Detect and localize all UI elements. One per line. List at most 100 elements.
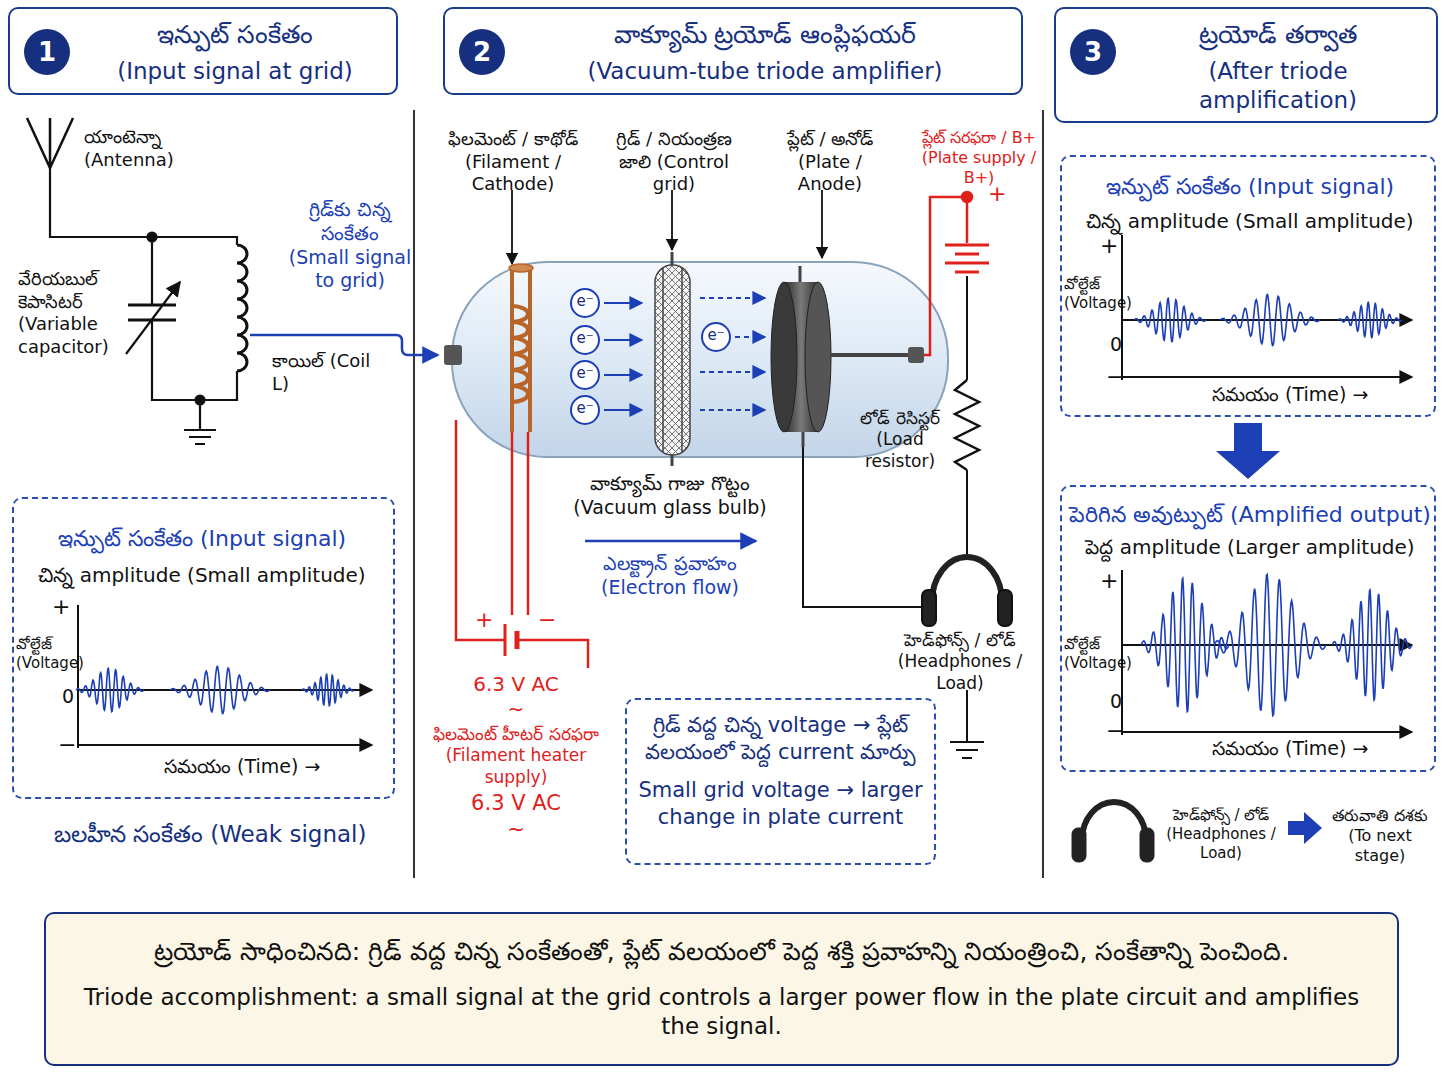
waveform — [76, 668, 144, 711]
plate-anode — [799, 266, 802, 282]
filament-supply-wire — [504, 624, 507, 656]
polarity-sign: + — [988, 180, 1006, 208]
leader-line — [821, 190, 823, 258]
lc-tank-circuit — [152, 320, 237, 400]
electron-label: e⁻ — [571, 364, 599, 383]
supply-label: ఫిలమెంట్ హీటర్ సరఫరా (Filament heater su… — [420, 724, 612, 788]
electron-flow — [700, 298, 765, 410]
supply-label: ప్లేట్ సరఫరా / B+ (Plate supply / B+) — [920, 128, 1038, 188]
antenna-symbol — [27, 118, 73, 168]
waveform — [1220, 295, 1320, 346]
plate-circuit — [998, 590, 1012, 626]
waveform — [1332, 590, 1412, 700]
flow-arrow — [1216, 423, 1280, 479]
electron-flow — [571, 396, 599, 424]
plate-supply-battery — [945, 244, 989, 247]
signal-panel: ఇన్పుట్ సంకేతం (Input signal) చిన్న ampli… — [1060, 155, 1436, 417]
node-text: ఇన్పుట్ సంకేతం (Input signal) — [1062, 173, 1438, 201]
node-text: + — [1100, 567, 1120, 595]
electron-label: e⁻ — [571, 292, 599, 311]
plate-circuit — [932, 557, 1002, 602]
node-text: వోల్టేజ్ (Voltage) — [1064, 635, 1122, 673]
lc-tank-circuit — [50, 166, 237, 245]
control-grid — [681, 268, 683, 452]
headphones-icon — [1072, 802, 1154, 862]
node-text: + — [1100, 232, 1120, 260]
plate-anode — [771, 282, 797, 432]
node-text: చిన్న amplitude (Small amplitude) — [14, 563, 390, 588]
node-text: పెరిగిన అవుట్పుట్ (Amplified output) — [1062, 501, 1438, 529]
plate-supply-battery — [955, 253, 979, 256]
stage-label: తరువాతి దశకు (To next stage) — [1324, 806, 1436, 866]
signal-axes — [78, 744, 372, 746]
signal-panel: పెరిగిన అవుట్పుట్ (Amplified output)పెద్… — [1060, 485, 1436, 772]
part-label: హెడ్‌ఫోన్స్ / లోడ్ (Headphones / Load) — [1158, 806, 1284, 862]
section-divider — [414, 110, 1043, 878]
waveform — [1141, 578, 1229, 711]
plate-circuit — [803, 447, 922, 607]
control-grid — [671, 455, 674, 466]
lc-tank-circuit — [151, 237, 153, 305]
part-label: ఫిలమెంట్ / కాథోడ్ (Filament / Cathode) — [428, 128, 598, 196]
caption-label: బలహీన సంకేతం (Weak signal) — [30, 820, 390, 849]
plate-anode — [802, 432, 805, 447]
plate-supply-battery — [924, 192, 989, 355]
note-box: గ్రిడ్ వద్ద చిన్న voltage → ప్లేట్ వలయంల… — [625, 698, 936, 865]
plate-circuit — [955, 380, 979, 470]
electron-flow — [700, 409, 765, 411]
part-label: హెడ్‌ఫోన్స్ / లోడ్ (Headphones / Load) — [876, 630, 1044, 694]
vacuum-tube — [908, 347, 924, 363]
section-header: 1ఇన్పుట్ సంకేతం(Input signal at grid) — [8, 7, 398, 95]
vacuum-tube — [444, 345, 462, 365]
filament-cathode — [509, 264, 533, 272]
filament-supply-wire — [511, 432, 514, 615]
section-divider — [1042, 110, 1044, 878]
waveform — [1338, 302, 1402, 337]
plate-anode — [805, 282, 831, 432]
lc-tank-circuit — [237, 245, 247, 371]
leader-line — [511, 190, 513, 264]
headphones-icon — [1140, 828, 1154, 862]
filament-cathode — [528, 270, 532, 432]
node-text: వోల్టేజ్ (Voltage) — [16, 635, 74, 673]
plate-anode — [831, 353, 908, 357]
waveform — [1214, 575, 1326, 716]
node-text: 0 — [1110, 690, 1130, 714]
plate-supply-battery — [924, 197, 967, 355]
signal-panel: ఇన్పుట్ సంకేతం (Input signal) చిన్న ampli… — [12, 497, 395, 799]
lc-tank-circuit — [184, 400, 216, 444]
signal-axes — [1122, 376, 1412, 378]
electron-label: e⁻ — [571, 329, 599, 348]
electron-flow — [571, 289, 599, 317]
voltage-label: 6.3 V AC ~ — [462, 672, 570, 722]
node-text: సమయం (Time) → — [1212, 383, 1412, 407]
control-grid — [655, 265, 690, 455]
voltage-label: 6.3 V AC ~ — [462, 790, 570, 843]
node-text: 0 — [1110, 333, 1130, 357]
waveform — [302, 674, 354, 705]
node-text: ఇన్పుట్ సంకేతం (Input signal) — [14, 525, 390, 553]
node-text: Triode accomplishment: a small signal at… — [66, 983, 1377, 1043]
electron-flow — [585, 540, 756, 543]
section-header: 2వాక్యూమ్ ట్రయోడ్ ఆంప్లిఫయర్(Vacuum-tube… — [443, 7, 1023, 95]
callout-number: 1 — [24, 29, 70, 75]
electron-flow — [604, 339, 642, 341]
next-stage-arrow — [1288, 812, 1322, 844]
electron-flow — [571, 361, 599, 389]
polarity-sign: − — [538, 606, 556, 634]
node-text: చిన్న amplitude (Small amplitude) — [1062, 209, 1438, 234]
part-label: గ్రిడ్ / నియంత్రణ జాలి (Control grid) — [604, 128, 744, 196]
part-label: లోడ్ రెసిస్టర్ (Load resistor) — [848, 408, 952, 472]
headphones-icon — [1072, 828, 1086, 862]
node-text: (Input signal at grid) — [80, 57, 390, 86]
waveform — [170, 667, 270, 714]
polarity-sign: + — [475, 606, 493, 634]
leader-line — [512, 190, 822, 264]
node-text: + — [52, 593, 72, 621]
antenna-label: యాంటెన్నా (Antenna) — [84, 126, 204, 171]
part-label: ప్లేట్ / అనోడ్ (Plate / Anode) — [770, 128, 890, 196]
electron-flow — [700, 297, 765, 299]
signal-axes — [77, 605, 79, 748]
filament-supply-wire — [527, 432, 530, 615]
